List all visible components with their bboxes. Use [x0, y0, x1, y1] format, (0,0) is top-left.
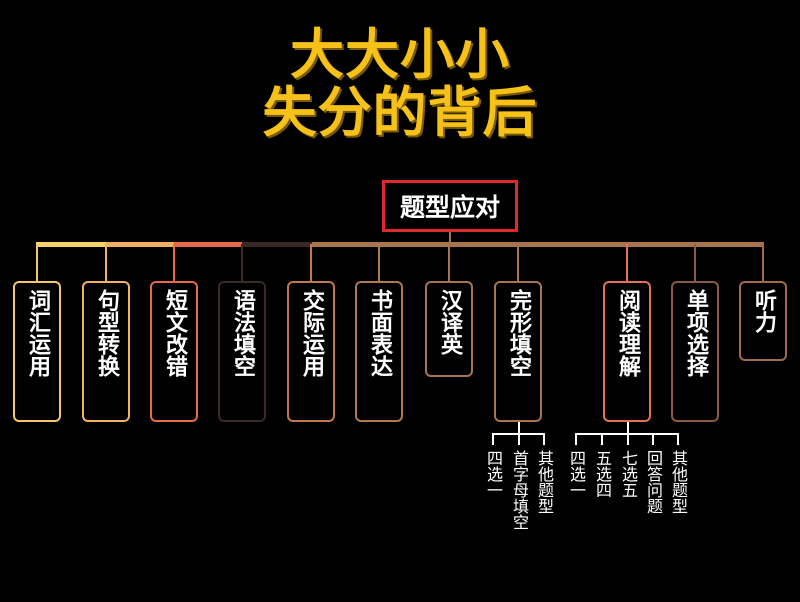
branch-bar-4 — [242, 242, 312, 247]
cloze-connector-stem — [518, 422, 520, 434]
node-4: 语法填空 — [218, 281, 266, 422]
reading_subs-stem-1 — [575, 433, 577, 445]
root-node: 题型应对 — [382, 180, 518, 232]
reading_subs-sub-1: 四选一 — [567, 450, 586, 498]
reading_subs-sub-2: 五选四 — [593, 450, 612, 498]
connector-10 — [694, 244, 696, 282]
reading-connector-stem — [627, 422, 629, 434]
reading_subs-stem-5 — [677, 433, 679, 445]
reading_subs-stem-4 — [652, 433, 654, 445]
node-10: 单项选择 — [671, 281, 719, 422]
connector-3 — [173, 244, 175, 282]
node-6: 书面表达 — [355, 281, 403, 422]
connector-1 — [36, 244, 38, 282]
node-9: 阅读理解 — [603, 281, 651, 422]
node-1: 词汇运用 — [13, 281, 61, 422]
node-2: 句型转换 — [82, 281, 130, 422]
node-11: 听力 — [739, 281, 787, 361]
branch-bar-1 — [36, 242, 106, 247]
node-8: 完形填空 — [494, 281, 542, 422]
branch-bar-2 — [106, 242, 174, 247]
cloze_subs-stem-1 — [492, 433, 494, 445]
connector-5 — [310, 244, 312, 282]
cloze_subs-stem-2 — [518, 433, 520, 445]
reading_subs-stem-3 — [627, 433, 629, 445]
cloze_subs-sub-3: 其他题型 — [535, 450, 554, 514]
title-line-1: 大大小小 — [290, 23, 510, 86]
node-3: 短文改错 — [150, 281, 198, 422]
connector-11 — [762, 244, 764, 282]
connector-6 — [378, 244, 380, 282]
node-7: 汉译英 — [425, 281, 473, 377]
cloze_subs-sub-2: 首字母填空 — [510, 450, 529, 530]
reading_subs-sub-3: 七选五 — [619, 450, 638, 498]
reading_subs-sub-5: 其他题型 — [669, 450, 688, 514]
branch-bar-3 — [174, 242, 242, 247]
reading_subs-stem-2 — [601, 433, 603, 445]
connector-2 — [105, 244, 107, 282]
connector-8 — [517, 244, 519, 282]
cloze_subs-stem-3 — [543, 433, 545, 445]
cloze_subs-sub-1: 四选一 — [484, 450, 503, 498]
title-line-2: 失分的背后 — [262, 81, 538, 144]
root-connector — [449, 232, 451, 244]
branch-bar-5 — [312, 242, 764, 247]
reading_subs-sub-4: 回答问题 — [644, 450, 663, 514]
connector-7 — [448, 244, 450, 282]
node-5: 交际运用 — [287, 281, 335, 422]
connector-9 — [626, 244, 628, 282]
connector-4 — [241, 244, 243, 282]
